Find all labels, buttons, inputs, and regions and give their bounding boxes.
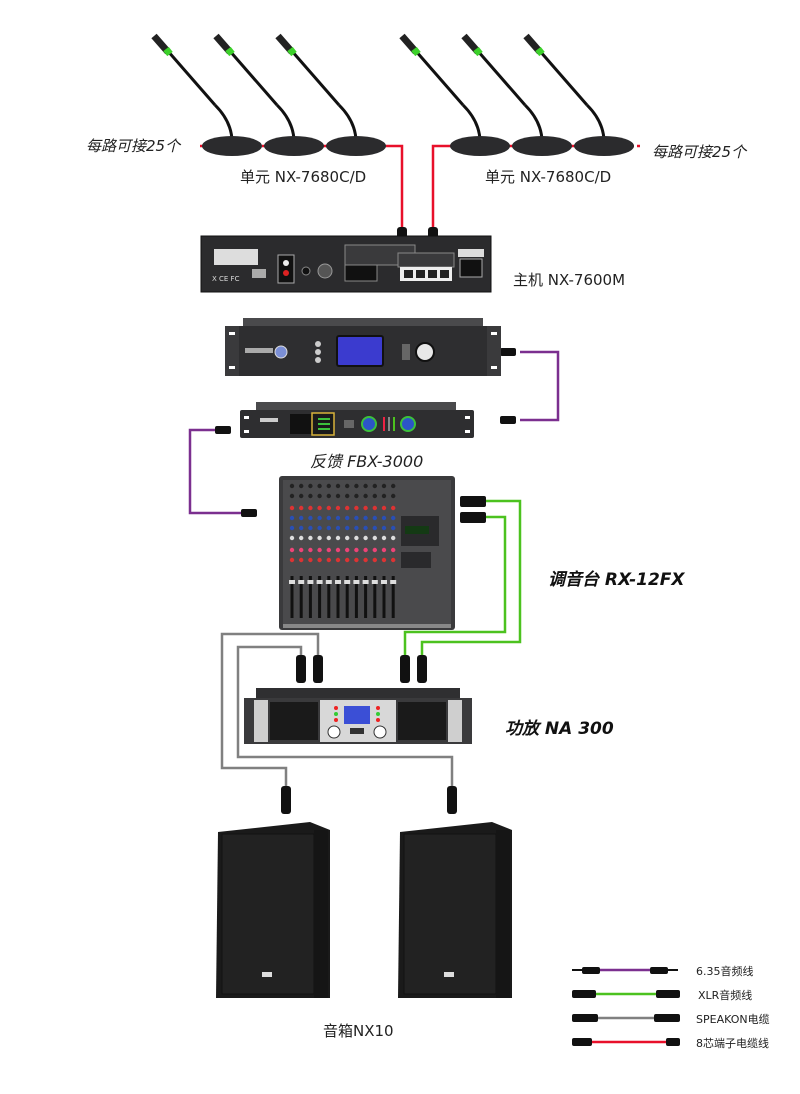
speaker-right [398,822,512,998]
mixer-channel-strip [335,483,341,618]
legend-swatch-8core [572,1038,680,1046]
cable-speakon-amp-speakers [220,632,454,790]
speakers-label: 音箱NX10 [323,1022,394,1040]
legend-swatches [572,967,680,1046]
legend-label-speakon: SPEAKON电缆 [696,1013,770,1026]
host-label: 主机 NX-7600M [513,271,626,289]
cable-legend: 6.35音频线 XLR音频线 SPEAKON电缆 8芯端子电缆线 [570,962,790,1052]
legend-label-xlr: XLR音频线 [698,989,753,1002]
host-unit-nx7600m: X CE FC [200,235,492,293]
mixer-channel-strip [325,483,332,618]
microphone-unit [151,33,262,156]
legend-swatch-xlr [572,990,680,998]
left-mic-count-label: 每路可接25个 [86,137,181,155]
mixer-channel-strip [289,483,295,618]
amplifier-label: 功放 NA 300 [505,719,614,739]
left-mic-model-label: 单元 NX-7680C/D [240,168,367,186]
cable-xlr-mixer-amp [403,499,522,662]
microphone-unit [399,33,510,156]
microphone-unit [213,33,324,156]
mixer-channel-strip [307,483,314,618]
microphone-unit [523,33,634,156]
legend-swatch-635 [572,967,678,974]
feedback-unit-fbx3000 [240,402,474,438]
microphone-unit [275,33,386,156]
amplifier-unit-na300 [244,688,472,744]
legend-label-635: 6.35音频线 [696,965,754,978]
mixer-label: 调音台 RX-12FX [548,570,685,590]
processor-unit [225,318,501,376]
legend-swatch-speakon [572,1014,680,1022]
cable-635-processor-feedback [520,350,560,422]
speaker-left [216,822,330,998]
svg-text:X CE FC: X CE FC [212,275,240,283]
microphone-array [151,33,634,156]
mixer-channel-strip [390,483,397,618]
microphone-unit [461,33,572,156]
mixer-channel-strip [353,483,360,618]
mixer-channel-strip [371,483,378,618]
cable-635-feedback-mixer [188,428,245,515]
mixer-channel-strip [316,483,323,618]
right-mic-model-label: 单元 NX-7680C/D [485,168,612,186]
mixer-unit-rx12fx [279,476,455,630]
mixer-channel-strip [381,483,387,618]
feedback-label: 反馈 FBX-3000 [310,452,424,471]
mixer-channel-strip [362,483,369,618]
mixer-channel-strip [298,483,305,618]
right-mic-count-label: 每路可接25个 [652,143,747,161]
legend-label-8core: 8芯端子电缆线 [696,1037,769,1050]
mixer-channel-strip [344,483,351,618]
